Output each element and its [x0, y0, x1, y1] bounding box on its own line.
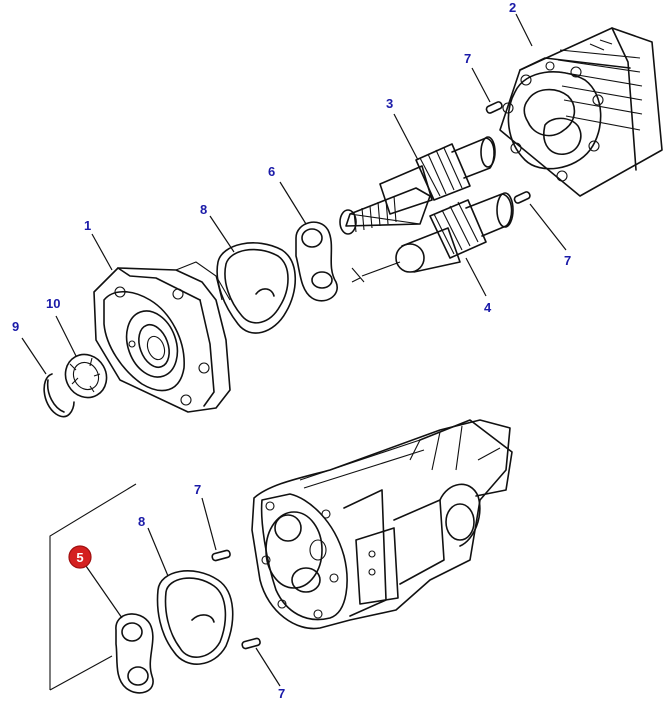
leader-lines	[21, 13, 567, 687]
part-7-pin-a[interactable]	[485, 101, 503, 114]
callout-2: 2	[509, 0, 516, 15]
part-7-pin-b[interactable]	[513, 191, 531, 204]
callout-7-bottom: 7	[278, 686, 285, 701]
callout-5: 5	[76, 550, 83, 565]
part-10-oil-seal[interactable]	[58, 347, 115, 405]
callout-1: 1	[84, 218, 91, 233]
assembly-guide-lines	[49, 267, 365, 691]
highlight-circle	[68, 545, 92, 569]
callout-7-right: 7	[564, 253, 571, 268]
part-1-front-cover[interactable]	[93, 261, 231, 413]
pump-assembly-body[interactable]	[251, 419, 513, 630]
part-8-seal-upper[interactable]	[216, 242, 296, 334]
callout-5-highlight[interactable]: 5	[68, 545, 92, 569]
part-2-housing[interactable]	[499, 27, 663, 197]
callout-10: 10	[46, 296, 60, 311]
callout-3: 3	[386, 96, 393, 111]
part-9-snap-ring[interactable]	[43, 373, 75, 418]
part-3-drive-gear[interactable]	[339, 136, 496, 235]
part-4-driven-gear[interactable]	[395, 192, 514, 273]
callout-labels: 2 7 3 6 8 1 7 4 10 9 7 8 7	[12, 0, 571, 701]
part-7-pin-d[interactable]	[241, 637, 261, 650]
part-7-pin-c[interactable]	[211, 549, 231, 562]
callout-4: 4	[484, 300, 492, 315]
callout-9: 9	[12, 319, 19, 334]
callout-8-lower: 8	[138, 514, 145, 529]
callout-7-top: 7	[464, 51, 471, 66]
part-5-thrust-plate[interactable]	[115, 613, 154, 694]
callout-8-top: 8	[200, 202, 207, 217]
part-6-thrust-plate[interactable]	[295, 221, 338, 302]
part-8-seal-lower[interactable]	[156, 570, 234, 665]
callout-7-lower: 7	[194, 482, 201, 497]
callout-6: 6	[268, 164, 275, 179]
